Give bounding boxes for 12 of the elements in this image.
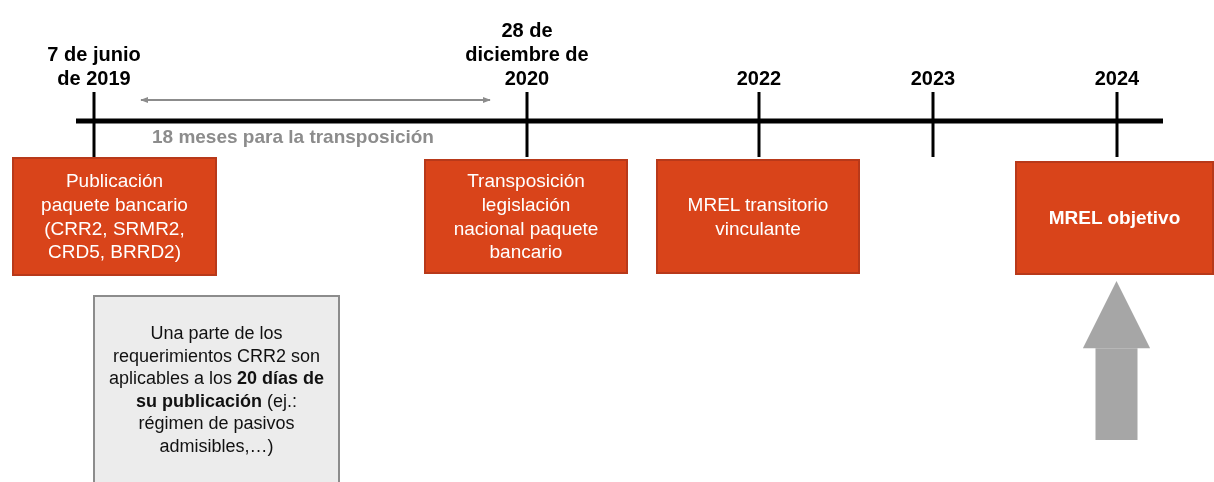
event-box: Transposición legislación nacional paquete bancario bbox=[424, 159, 628, 274]
date-label: 28 de diciembre de 2020 bbox=[464, 18, 590, 90]
date-label: 2022 bbox=[735, 66, 783, 90]
block-arrow bbox=[1082, 281, 1151, 440]
event-box: MREL objetivo bbox=[1015, 161, 1214, 275]
event-box: MREL transitorio vinculante bbox=[656, 159, 860, 274]
note-box: Una parte de los requerimientos CRR2 son aplicables a los 20 días de su publicación (ej.: régimen de pasivos admisibles,…) bbox=[93, 295, 340, 482]
date-label: 2024 bbox=[1093, 66, 1141, 90]
event-box: Publicación paquete bancario (CRR2, SRMR2, CRD5, BRRD2) bbox=[12, 157, 217, 276]
duration-label: 18 meses para la transposición bbox=[152, 126, 434, 148]
date-label: 2023 bbox=[909, 66, 957, 90]
date-label: 7 de junio de 2019 bbox=[46, 42, 142, 90]
